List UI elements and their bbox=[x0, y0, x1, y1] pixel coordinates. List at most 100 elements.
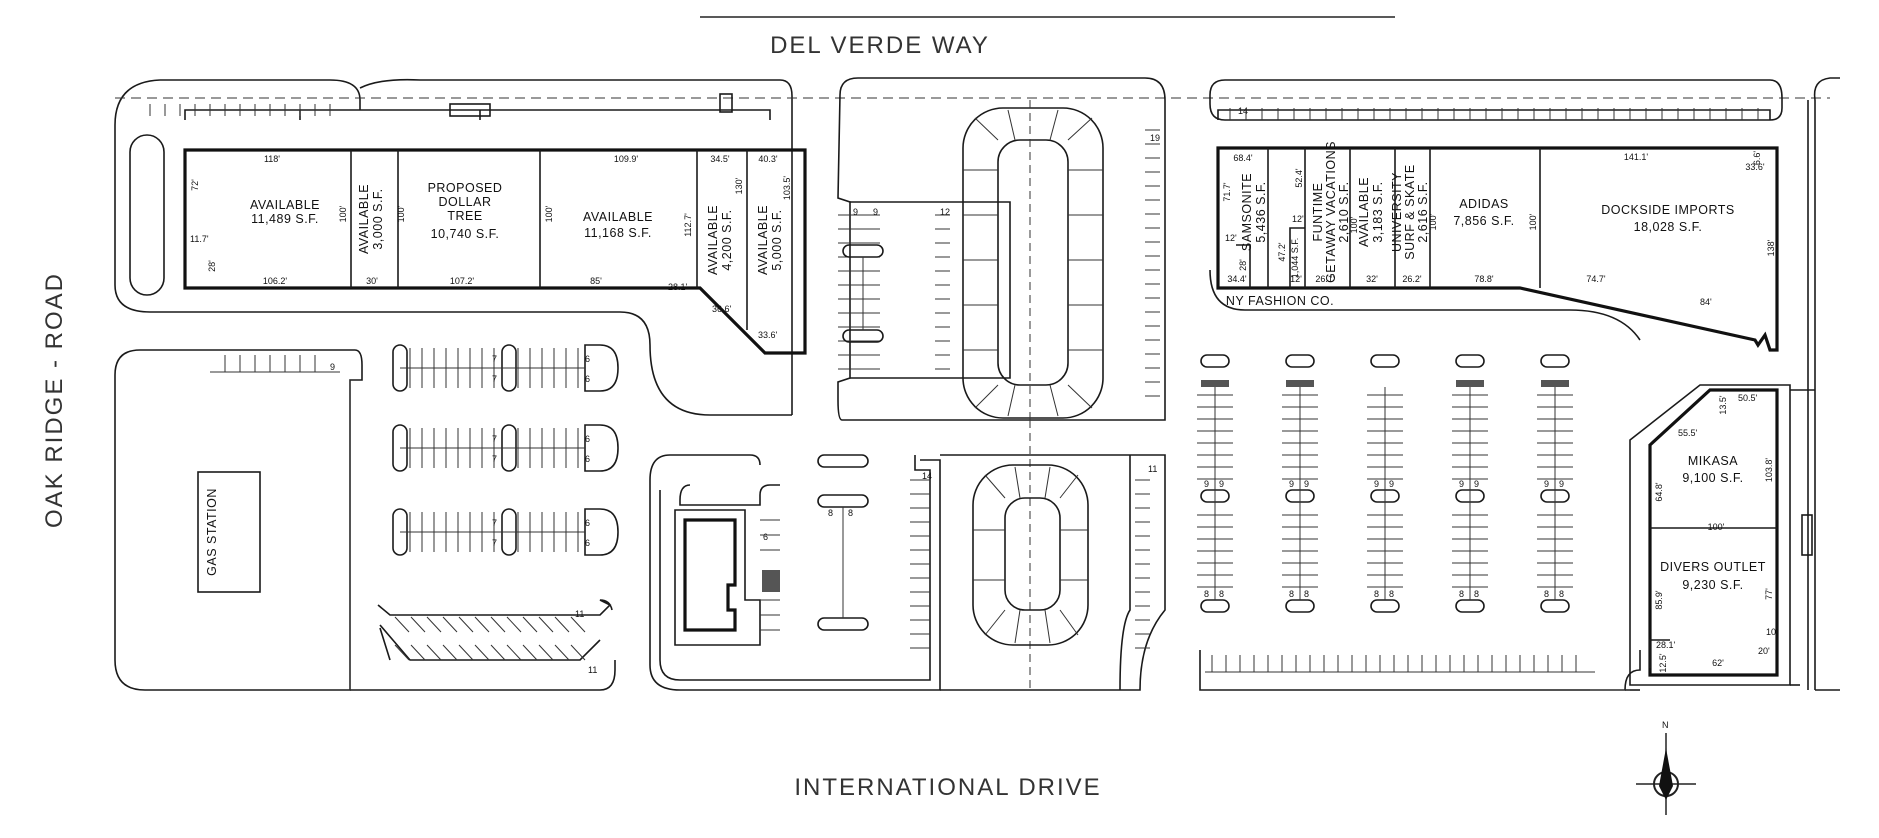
dim: 112.7' bbox=[683, 213, 693, 237]
west-building bbox=[183, 93, 807, 355]
parking-count: 6 bbox=[585, 454, 590, 464]
dim: 10' bbox=[1766, 627, 1778, 637]
unit-available-5-line1: AVAILABLE bbox=[756, 205, 770, 275]
dim: 138' bbox=[1766, 239, 1776, 256]
dim: 100' bbox=[1528, 213, 1538, 230]
parking-count: 7 bbox=[492, 454, 497, 464]
dim: 40.3' bbox=[758, 154, 778, 164]
parking-count: 14 bbox=[922, 471, 932, 481]
parking-count: 8 bbox=[1304, 589, 1309, 599]
south-roundabout-island bbox=[972, 464, 1089, 646]
unit-available-5-line2: 5,000 S.F. bbox=[770, 209, 784, 270]
parking-count: 8 bbox=[1474, 589, 1479, 599]
gas-station-building bbox=[197, 471, 261, 593]
dim: 30' bbox=[366, 276, 378, 286]
unit-small-1044: 1,044 S.F. bbox=[1290, 238, 1300, 279]
dim: 141.1' bbox=[1624, 152, 1649, 162]
dim: 6.6' bbox=[1752, 151, 1762, 166]
dim: 100' bbox=[1428, 213, 1438, 230]
parking-count: 9 bbox=[853, 207, 858, 217]
parking-count: 6 bbox=[763, 532, 768, 542]
dim: 36.6' bbox=[712, 304, 732, 314]
unit-available-4-line2: 4,200 S.F. bbox=[720, 209, 734, 270]
compass-north-label: N bbox=[1662, 720, 1669, 730]
unit-university-line1: UNIVERSITY bbox=[1390, 172, 1404, 252]
unit-dockside-line2: 18,028 S.F. bbox=[1634, 220, 1703, 234]
dim: 107.2' bbox=[450, 276, 475, 286]
dim: 55.5' bbox=[1678, 428, 1698, 438]
oak-ridge-road-label: OAK RIDGE - ROAD bbox=[41, 272, 68, 528]
parking-count: 9 bbox=[1304, 479, 1309, 489]
unit-divers-line1: DIVERS OUTLET bbox=[1660, 560, 1766, 574]
north-roundabout-island bbox=[962, 107, 1104, 419]
unit-available-3-line2: 11,168 S.F. bbox=[584, 226, 652, 240]
dim: 103.8' bbox=[1764, 458, 1774, 483]
dim: 71.7' bbox=[1222, 182, 1232, 202]
parking-count: 6 bbox=[585, 538, 590, 548]
parking-count: 9 bbox=[1219, 479, 1224, 489]
unit-available-2-line2: 3,000 S.F. bbox=[371, 188, 385, 249]
dim: 12.5' bbox=[1658, 653, 1668, 673]
site-curbs bbox=[114, 77, 1840, 691]
dim: 118' bbox=[264, 154, 280, 164]
parking-count: 8 bbox=[828, 508, 833, 518]
unit-dockside-line1: DOCKSIDE IMPORTS bbox=[1601, 203, 1734, 217]
dim: 72' bbox=[190, 179, 200, 191]
dim: 64.8' bbox=[1654, 482, 1664, 502]
parking-count: 6 bbox=[585, 434, 590, 444]
unit-funtime-line1: FUNTIME bbox=[1311, 182, 1325, 241]
unit-mikasa-line2: 9,100 S.F. bbox=[1682, 471, 1743, 485]
dim: 78.8' bbox=[1474, 274, 1494, 284]
gas-station-label: GAS STATION bbox=[205, 488, 219, 576]
dim: 12' bbox=[1292, 214, 1304, 224]
dim: 33.6' bbox=[758, 330, 778, 340]
unit-available-1-line2: 11,489 S.F. bbox=[251, 212, 319, 226]
dim: 28' bbox=[207, 260, 217, 272]
del-verde-way-label: DEL VERDE WAY bbox=[770, 32, 990, 59]
parking-count: 9 bbox=[1474, 479, 1479, 489]
parking-count: 8 bbox=[1389, 589, 1394, 599]
dim: 28' bbox=[1238, 259, 1248, 271]
parking-count: 12 bbox=[940, 207, 950, 217]
unit-divers-line2: 9,230 S.F. bbox=[1682, 578, 1743, 592]
parking-count: 19 bbox=[1150, 133, 1160, 143]
north-arrow-icon bbox=[1636, 733, 1696, 815]
parking-count: 9 bbox=[1559, 479, 1564, 489]
dim: 33.6' bbox=[1745, 162, 1765, 172]
unit-ny-fashion: NY FASHION CO. bbox=[1226, 294, 1334, 308]
parking-count: 8 bbox=[1289, 589, 1294, 599]
parking-count: 8 bbox=[1374, 589, 1379, 599]
dim: 12' bbox=[1225, 233, 1237, 243]
unit-available-2-line1: AVAILABLE bbox=[357, 184, 371, 254]
southeast-building bbox=[1629, 384, 1815, 686]
unit-available-1-line1: AVAILABLE bbox=[250, 198, 320, 212]
unit-dollar-tree-line4: 10,740 S.F. bbox=[431, 227, 500, 241]
dim: 106.2' bbox=[263, 276, 288, 286]
dim: 52.4' bbox=[1294, 168, 1304, 188]
unit-available-east-line2: 3,183 S.F. bbox=[1371, 181, 1385, 242]
dim: 26.1' bbox=[1315, 274, 1335, 284]
unit-dollar-tree-line1: PROPOSED bbox=[428, 181, 503, 195]
dim: 103.5' bbox=[782, 176, 792, 201]
parking-count: 7 bbox=[492, 374, 497, 384]
unit-mikasa-line1: MIKASA bbox=[1688, 454, 1738, 468]
unit-university-line3: 2,616 S.F. bbox=[1416, 181, 1430, 242]
dim: 12' bbox=[1290, 274, 1302, 284]
dim: 100' bbox=[396, 205, 406, 222]
parking-count: 8 bbox=[1559, 589, 1564, 599]
parking-count: 7 bbox=[492, 434, 497, 444]
dim: 85.9' bbox=[1654, 590, 1664, 610]
dim: 28.1' bbox=[1656, 640, 1676, 650]
unit-funtime-line3: 2,610 S.F. bbox=[1337, 181, 1351, 242]
parking-count: 8 bbox=[1219, 589, 1224, 599]
parking-count: 9 bbox=[1389, 479, 1394, 489]
dim: 32' bbox=[1366, 274, 1378, 284]
parking-count: 9 bbox=[1374, 479, 1379, 489]
